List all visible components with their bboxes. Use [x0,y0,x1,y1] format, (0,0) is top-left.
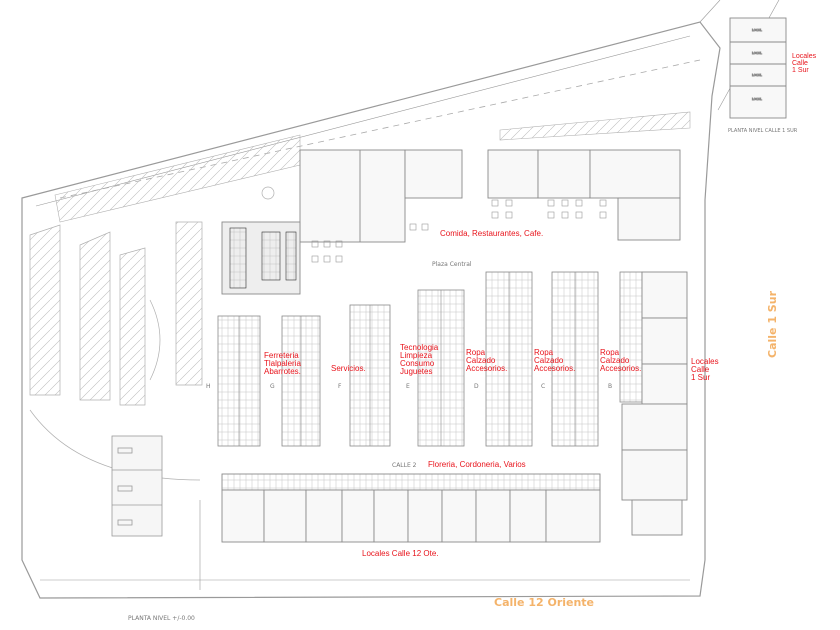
zone-ropa-c: Ropa Calzado Accesorios. [534,348,575,373]
aisle-letter-f: F [338,383,342,390]
aisle-letter-b: B [608,383,612,390]
aisle-block-b [619,271,643,403]
aisle-block-f [349,304,391,447]
south-shops [221,473,601,543]
lower-left-block [111,435,163,537]
east-shops [621,271,688,536]
food-court-tables [311,199,607,263]
aisle-block-c [551,271,599,447]
aisle-letter-c: C [541,383,545,390]
zone-comida: Comida, Restaurantes, Cafe. [440,229,543,238]
restrooms [229,227,297,289]
zone-servicios: Servicios. [331,364,366,373]
aisle-letters: H G F E D C B [206,383,612,390]
zone-ropa-d: Ropa Calzado Accesorios. [466,348,507,373]
calle1-plan-label: PLANTA NIVEL CALLE 1 SUR [728,128,798,134]
aisle-letter-h: H [206,383,211,390]
svg-text:LOCAL: LOCAL [752,51,762,55]
zone-locales-12ote: Locales Calle 12 Ote. [362,549,439,558]
svg-text:LOCAL: LOCAL [752,28,762,32]
aisle-block-e [417,289,465,447]
food-court-building [221,149,681,295]
svg-text:LOCAL: LOCAL [752,73,762,77]
plaza-central-label: Plaza Central [432,261,472,268]
aisle-letter-g: G [270,383,275,390]
calle-2-label: CALLE 2 [392,462,417,469]
zone-tecnologia: Tecnologia Limpieza Consumo Juguetes [400,343,440,376]
zone-locales-top: Locales Calle 1 Sur [792,53,818,74]
aisle-block-g [281,315,321,447]
street-calle-12-oriente: Calle 12 Oriente [494,596,594,609]
parking-left [29,186,275,481]
zone-ropa-b: Ropa Calzado Accesorios. [600,348,641,373]
svg-text:LOCAL: LOCAL [752,97,762,101]
street-calle-1-sur: Calle 1 Sur [766,290,779,358]
calle1-sur-plan: LOCAL LOCAL LOCAL LOCAL [729,17,787,119]
zone-floreria: Floreria, Cordoneria, Varios [428,460,526,469]
level-label: PLANTA NIVEL +/-0.00 [128,615,195,622]
aisle-letter-d: D [474,383,479,390]
zone-locales-1sur: Locales Calle 1 Sur [691,357,721,382]
aisle-letter-e: E [406,383,410,390]
aisle-block-h [217,315,261,447]
zone-ferreteria: Ferreteria Tlalpaleria Abarrotes. [264,351,303,376]
aisle-block-d [485,271,533,447]
parking-top [54,111,691,223]
